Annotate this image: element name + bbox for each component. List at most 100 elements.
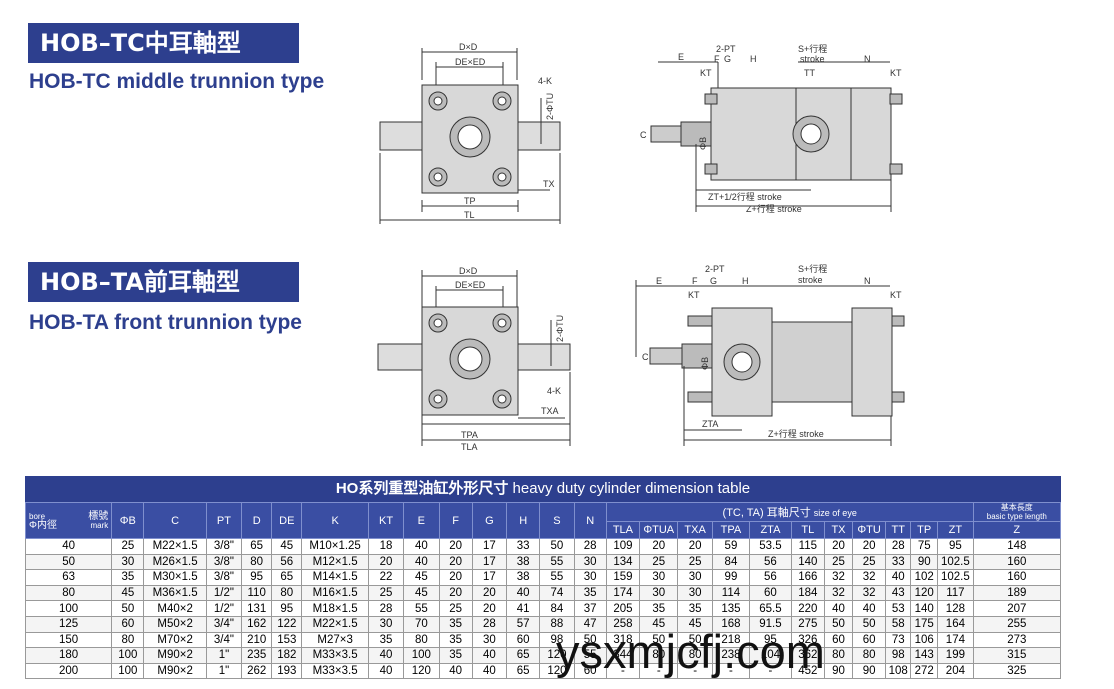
table-cell: 120 [910,584,939,602]
table-cell: 162 [241,615,273,633]
table-cell: 65 [241,538,273,555]
table-cell: 25 [639,553,679,571]
table-cell: 109 [605,538,641,555]
table-cell: 218 [711,631,751,649]
ta-front-view-drawing: D×D DE×ED 2-ΦTU 4-K TXA TPA TLA [377,266,571,452]
table-cell: M22×1.5 [143,538,207,555]
table-cell: 104 [749,647,792,664]
table-cell: 98 [885,647,912,664]
table-cell: 37 [573,600,607,617]
table-cell: 60 [823,631,854,649]
tc-front-dexed-label: DE×ED [455,57,486,67]
table-cell: 20 [438,538,473,555]
table-cell: 30 [111,553,145,571]
table-cell: 56 [749,553,792,571]
table-cell: 35 [438,631,473,649]
col-header: G [471,502,508,539]
table-cell: 238 [711,647,751,664]
ta-side-zta-label: ZTA [702,419,718,429]
table-cell: 35 [677,600,713,617]
table-cell: 28 [367,600,405,617]
table-cell: 25 [438,600,473,617]
ta-side-pt-label: 2-PT [705,264,725,274]
table-cell: 38 [506,569,541,586]
table-cell: 262 [241,662,273,680]
table-cell: 30 [471,631,508,649]
table-title-en: heavy duty cylinder dimension table [508,480,751,497]
table-cell: 30 [573,553,607,571]
table-cell: 35 [438,647,473,664]
table-cell: 180 [24,647,113,664]
table-cell: 58 [885,615,912,633]
table-cell: 200 [24,662,113,680]
table-cell: 50 [823,615,854,633]
table-cell: 1" [205,662,243,680]
table-cell: 140 [790,553,825,571]
ta-side-view-drawing: 2-PT S+行程 stroke E F G H N KT KT C ΦB ZT… [635,263,905,446]
table-cell: 20 [438,569,473,586]
table-cell: 33 [506,538,541,555]
table-cell: 120 [539,662,575,680]
table-title: HO系列重型油缸外形尺寸 heavy duty cylinder dimensi… [25,476,1061,502]
table-cell: 3/8" [205,538,243,555]
ta-front-tla-label: TLA [461,442,478,452]
table-cell: 199 [937,647,974,664]
table-cell: M40×2 [143,600,207,617]
table-cell: 160 [972,569,1062,586]
tc-side-z-label: Z+行程 stroke [746,203,802,214]
table-cell: 43 [885,584,912,602]
ta-side-h-label: H [742,276,749,286]
table-cell: 53.5 [749,538,792,555]
tc-title-box: HOB–TC中耳軸型 [28,23,299,63]
tc-side-stroke-label: S+行程 [798,43,827,54]
tc-front-tx-label: TX [543,179,555,189]
table-cell: 50 [677,631,713,649]
table-cell: 45 [403,584,440,602]
table-cell: 56 [271,553,303,571]
ta-subtitle: HOB-TA front trunnion type [29,311,302,334]
table-cell: 40 [403,553,440,571]
table-cell: 25 [677,553,713,571]
table-cell: 40 [367,662,405,680]
table-cell: 80 [271,584,303,602]
table-cell: 20 [438,584,473,602]
table-cell: 55 [403,600,440,617]
table-cell: 134 [605,553,641,571]
table-cell: 65 [271,569,303,586]
table-cell: 80 [677,647,713,664]
table-cell: 98 [539,631,575,649]
tc-side-kt1-label: KT [700,68,712,78]
table-cell: 57 [506,615,541,633]
table-cell: 326 [790,631,825,649]
table-cell: M36×1.5 [143,584,207,602]
table-cell: M33×3.5 [301,662,369,680]
z-header-en: basic type length [986,512,1047,521]
tc-side-tt-label: TT [804,68,815,78]
ta-front-tpa-label: TPA [461,430,478,440]
col-header: PT [205,502,243,539]
table-cell: 275 [790,615,825,633]
table-cell: 1" [205,647,243,664]
table-cell: 159 [605,569,641,586]
ta-side-z-label: Z+行程 stroke [768,428,824,439]
table-cell: 174 [605,584,641,602]
ta-front-tu-label: 2-ΦTU [555,315,565,342]
table-cell: 35 [367,631,405,649]
tc-side-h-label: H [750,54,757,64]
table-cell: 204 [937,662,974,680]
table-cell: 55 [539,569,575,586]
table-cell: 25 [852,553,887,571]
tc-side-e-label: E [678,52,684,62]
table-cell: 84 [539,600,575,617]
table-cell: 53 [885,600,912,617]
bore-header-mark: mark [90,520,109,530]
table-cell: 73 [885,631,912,649]
table-cell: 100 [111,662,145,680]
table-cell: 235 [241,647,273,664]
sub-col-header: ΦTU [852,521,887,539]
table-cell: M18×1.5 [301,600,369,617]
table-cell: 166 [790,569,825,586]
